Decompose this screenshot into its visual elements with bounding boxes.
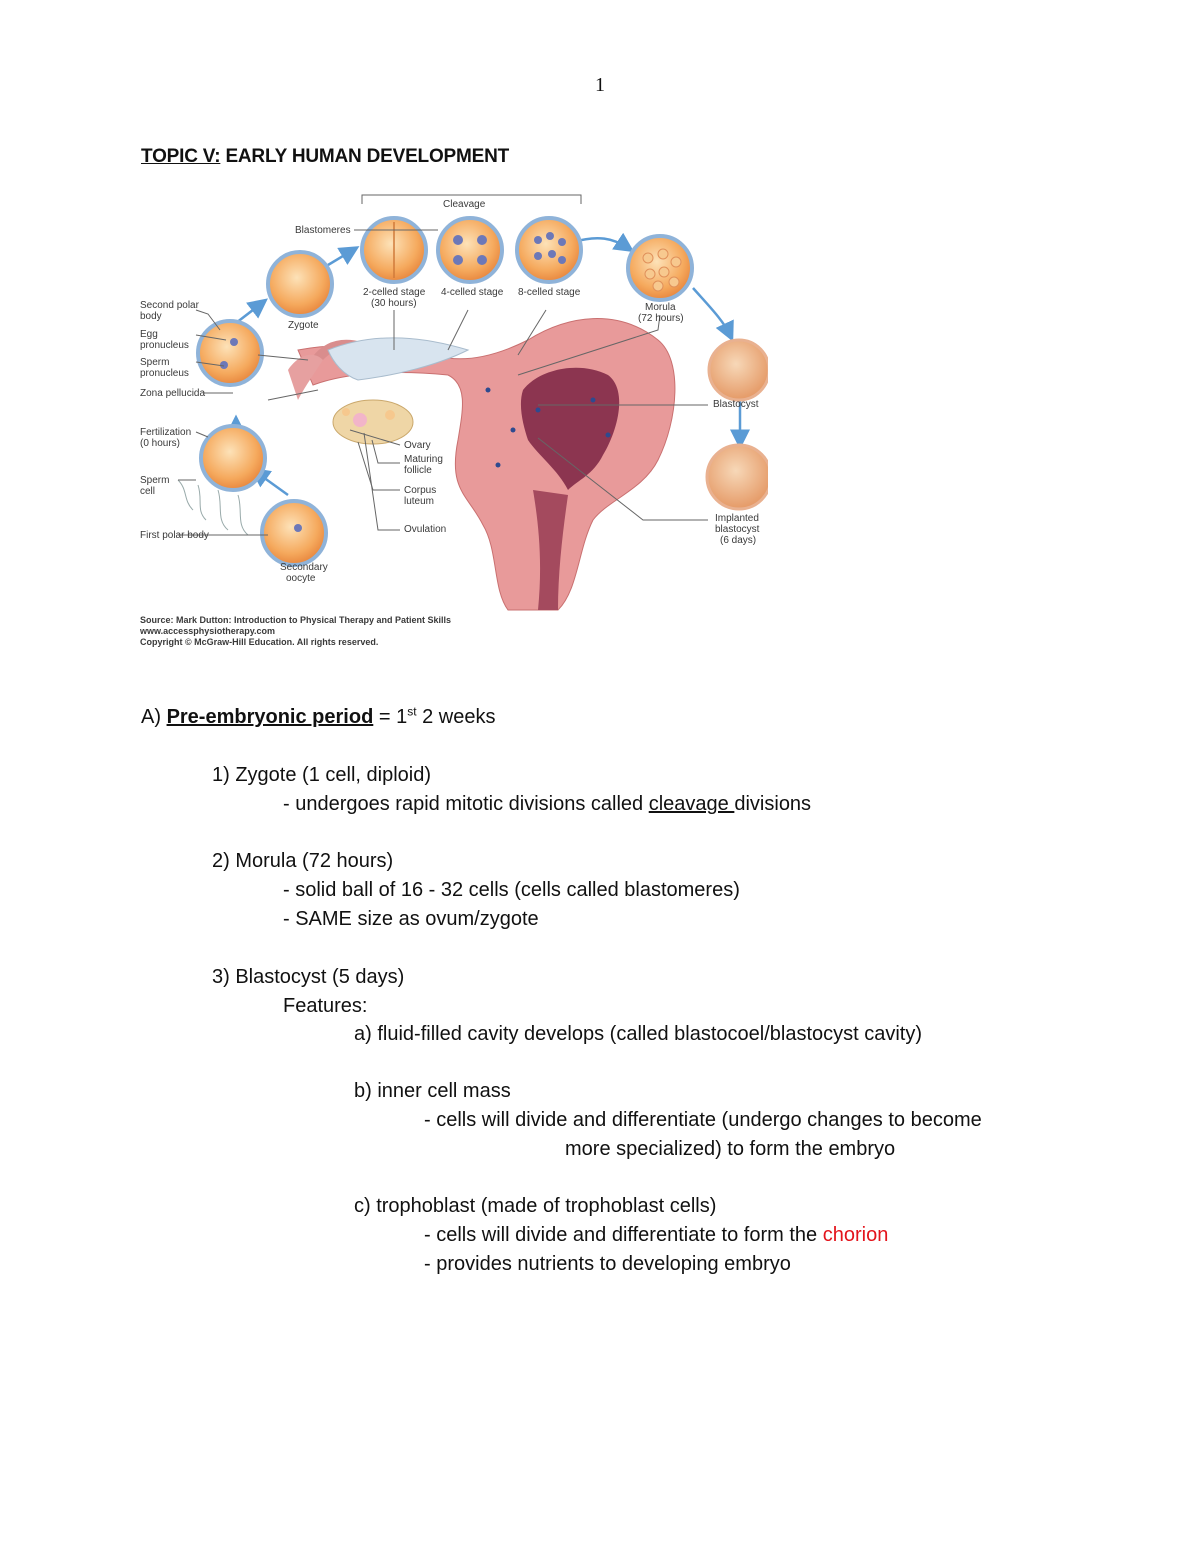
label-four-cell: 4-celled stage (441, 287, 504, 298)
zygote-heading: 1) Zygote (1 cell, diploid) (212, 764, 431, 786)
feature-c-point-2: - provides nutrients to developing embry… (424, 1253, 791, 1275)
source-line-3: Copyright © McGraw-Hill Education. All r… (140, 637, 378, 647)
features-label: Features: (283, 995, 368, 1017)
label-fert-2: (0 hours) (140, 438, 180, 449)
feature-c: c) trophoblast (made of trophoblast cell… (354, 1195, 717, 1217)
label-morula-1: Morula (645, 302, 676, 313)
label-corpus-1: Corpus (404, 485, 436, 496)
source-line-1: Source: Mark Dutton: Introduction to Phy… (140, 615, 451, 625)
cell-stages (177, 216, 768, 567)
label-secondary-1: Secondary (280, 562, 328, 573)
development-figure: Cleavage Blastomeres 2-celled stage (30 … (139, 194, 768, 647)
label-eight-cell: 8-celled stage (518, 287, 581, 298)
feature-b-point-2: more specialized) to form the embryo (565, 1138, 896, 1160)
label-fert-1: Fertilization (140, 427, 191, 438)
figure-labels: Cleavage Blastomeres 2-celled stage (30 … (140, 199, 760, 584)
label-implanted-1: Implanted (715, 513, 759, 524)
chorion-term: chorion (822, 1224, 889, 1246)
zygote-point-post: divisions (734, 793, 812, 815)
label-sperm-cell-1: Sperm (140, 475, 169, 486)
label-sperm-cell-2: cell (140, 486, 155, 497)
page-title: TOPIC V: EARLY HUMAN DEVELOPMENT (141, 146, 509, 168)
label-sperm-pro-2: pronucleus (140, 368, 189, 379)
section-a-prefix: A) (141, 706, 167, 728)
page-number: 1 (595, 74, 605, 96)
label-second-polar-2: body (140, 311, 162, 322)
pre-embryonic-term: Pre-embryonic period (166, 706, 374, 728)
title-prefix: TOPIC V: (141, 146, 221, 167)
section-a-eq: = 1 (373, 706, 408, 728)
label-second-polar-1: Second polar (140, 300, 200, 311)
label-blastocyst: Blastocyst (713, 399, 759, 410)
title-rest: EARLY HUMAN DEVELOPMENT (220, 146, 510, 167)
figure-source: Source: Mark Dutton: Introduction to Phy… (139, 615, 451, 647)
label-cleavage: Cleavage (443, 199, 486, 210)
label-two-cell-1: 2-celled stage (363, 287, 426, 298)
label-implanted-2: blastocyst (715, 524, 760, 535)
label-implanted-3: (6 days) (720, 535, 756, 546)
label-morula-2: (72 hours) (638, 313, 684, 324)
label-maturing-1: Maturing (404, 454, 443, 465)
label-egg-pro-2: pronucleus (140, 340, 189, 351)
label-ovary: Ovary (404, 440, 431, 451)
label-ovulation: Ovulation (404, 524, 446, 535)
source-line-2: www.accessphysiotherapy.com (139, 626, 275, 636)
section-a-rest: 2 weeks (416, 706, 496, 728)
blastocyst-heading: 3) Blastocyst (5 days) (212, 966, 405, 988)
label-first-polar: First polar body (140, 530, 209, 541)
label-zygote: Zygote (288, 320, 319, 331)
morula-point-2: - SAME size as ovum/zygote (283, 908, 539, 930)
zygote-point-pre: - undergoes rapid mitotic divisions call… (283, 793, 649, 815)
leader-lines (178, 194, 708, 536)
label-two-cell-2: (30 hours) (371, 298, 417, 309)
label-maturing-2: follicle (404, 465, 432, 476)
zygote-point: - undergoes rapid mitotic divisions call… (283, 793, 811, 816)
feature-a: a) fluid-filled cavity develops (called … (354, 1023, 923, 1045)
section-a-heading: A) Pre-embryonic period = 1st 2 weeks (141, 704, 496, 729)
uterus-illustration (288, 318, 676, 611)
label-sperm-pro-1: Sperm (140, 357, 169, 368)
cleavage-term: cleavage (648, 793, 735, 815)
morula-point-1: - solid ball of 16 - 32 cells (cells cal… (283, 879, 740, 901)
label-blastomeres: Blastomeres (295, 225, 351, 236)
label-corpus-2: luteum (404, 496, 434, 507)
label-egg-pro-1: Egg (140, 329, 158, 340)
feature-c-point-1: - cells will divide and differentiate to… (424, 1224, 888, 1247)
feature-b: b) inner cell mass (354, 1080, 511, 1102)
feature-c-point-1-pre: - cells will divide and differentiate to… (424, 1224, 823, 1246)
morula-heading: 2) Morula (72 hours) (212, 850, 394, 872)
section-a-sup: st (407, 704, 417, 719)
feature-b-point-1: - cells will divide and differentiate (u… (424, 1109, 982, 1131)
label-zona: Zona pellucida (140, 388, 205, 399)
label-secondary-2: oocyte (286, 573, 316, 584)
